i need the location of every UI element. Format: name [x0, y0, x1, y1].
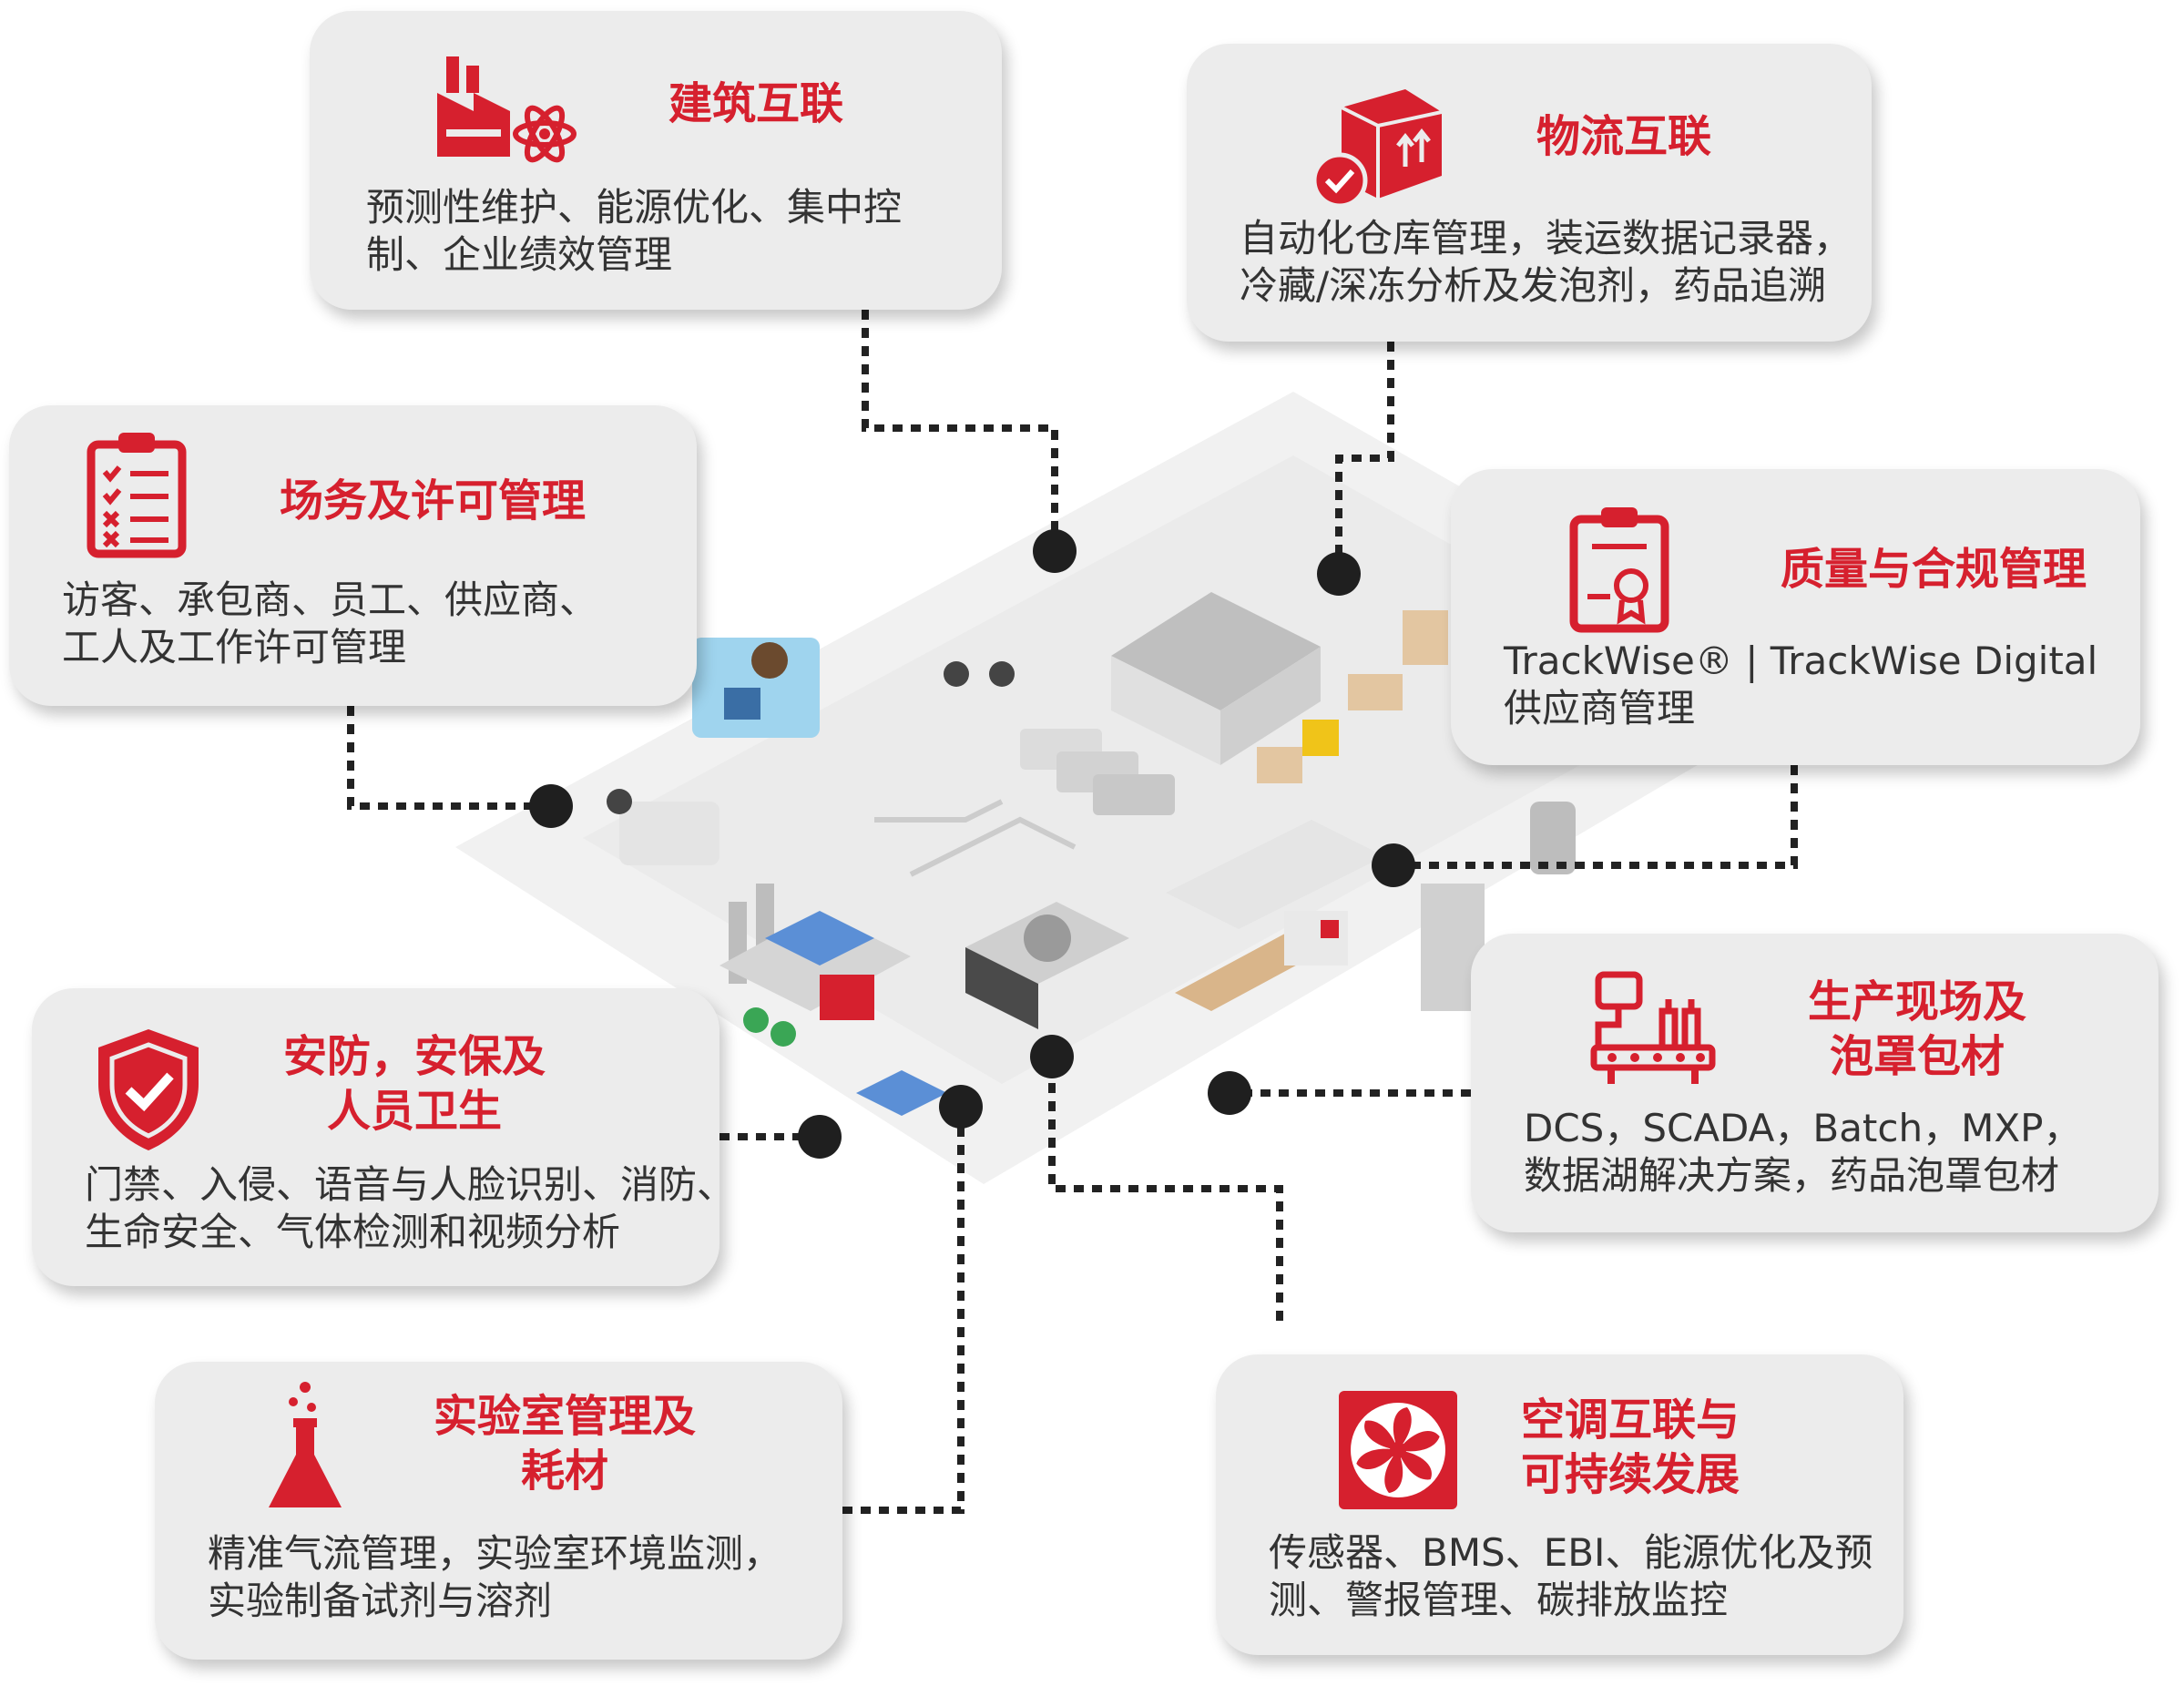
machine-red-mark: [1321, 920, 1339, 938]
connector-dot-logistics: [1317, 552, 1361, 596]
box-stack-3: [1403, 610, 1448, 665]
warehouse-wall: [1111, 656, 1220, 765]
connector-logistics: [1335, 342, 1394, 574]
hvac-fan: [1024, 915, 1071, 962]
card-title: 安防，安保及 人员卫生: [282, 1031, 546, 1137]
lab-person: [607, 789, 632, 814]
card-quality-compliance: 质量与合规管理 TrackWise® | TrackWise Digital 供…: [1451, 469, 2140, 765]
connector-quality: [1393, 765, 1798, 869]
connector-dot-security: [798, 1115, 842, 1159]
package-check-icon: [1314, 89, 1442, 208]
red-unit: [820, 975, 874, 1020]
tree-2: [771, 1021, 796, 1047]
connector-dot-building: [1033, 529, 1077, 573]
id-card-avatar: [751, 642, 788, 679]
clipboard-checklist-icon: [87, 433, 187, 558]
solar-field: [856, 1070, 947, 1116]
id-card-qr: [724, 688, 760, 720]
shield-check-icon: [98, 1029, 199, 1150]
truck-3: [1093, 774, 1175, 815]
connector-dot-hvac: [1030, 1035, 1074, 1078]
solar-panels: [765, 911, 874, 966]
card-description: DCS，SCADA，Batch，MXP， 数据湖解决方案，药品泡罩包材: [1524, 1106, 2082, 1198]
meeting-person-2: [989, 661, 1015, 687]
card-title: 实验室管理及 耗材: [433, 1391, 696, 1497]
reactor-tank: [1530, 802, 1576, 874]
card-title: 建筑互联: [668, 78, 843, 129]
connector-dot-production: [1208, 1071, 1251, 1115]
meeting-person-1: [944, 661, 969, 687]
card-description: 预测性维护、能源优化、集中控 制、企业绩效管理: [366, 185, 903, 277]
card-title: 场务及许可管理: [279, 475, 586, 526]
production-line: [1166, 820, 1384, 929]
card-description: 门禁、入侵、语音与人脸识别、消防、 生命安全、气体检测和视频分析: [85, 1162, 736, 1254]
connector-building: [862, 310, 1058, 551]
hvac-front: [965, 947, 1038, 1029]
connector-hvac: [1048, 1057, 1283, 1321]
box-stack-1: [1257, 747, 1302, 783]
card-lab-management: 实验室管理及 耗材 精准气流管理，实验室环境监测， 实验制备试剂与溶剂: [155, 1362, 842, 1660]
card-title: 物流互联: [1536, 111, 1711, 162]
card-security-hygiene: 安防，安保及 人员卫生 门禁、入侵、语音与人脸识别、消防、 生命安全、气体检测和…: [32, 988, 735, 1286]
card-building-connectivity: 建筑互联 预测性维护、能源优化、集中控 制、企业绩效管理: [310, 11, 1002, 310]
connector-lab: [842, 1107, 964, 1514]
flask-icon: [269, 1382, 342, 1507]
card-production-blister-packaging: 生产现场及 泡罩包材 DCS，SCADA，Batch，MXP， 数据湖解决方案，…: [1471, 934, 2158, 1232]
connector-dot-lab: [939, 1085, 983, 1129]
clipboard-certificate-icon: [1569, 507, 1669, 633]
pipes: [874, 799, 1077, 877]
card-description: TrackWise® | TrackWise Digital 供应商管理: [1504, 639, 2098, 731]
card-description: 传感器、BMS、EBI、能源优化及预 测、警报管理、碳排放监控: [1269, 1530, 1873, 1622]
card-description: 自动化仓库管理，装运数据记录器， 冷藏/深冻分析及发泡剂，药品追溯: [1240, 216, 1852, 308]
warehouse-side: [1220, 647, 1321, 765]
connector-dot-site: [529, 784, 573, 828]
card-logistics-connectivity: 物流互联 自动化仓库管理，装运数据记录器， 冷藏/深冻分析及发泡剂，药品追溯: [1187, 44, 1872, 342]
lab-desk: [619, 802, 719, 865]
tree-1: [743, 1007, 769, 1033]
connector-dot-quality: [1372, 843, 1415, 887]
connector-site: [347, 706, 551, 810]
card-hvac-sustainability: 空调互联与 可持续发展 传感器、BMS、EBI、能源优化及预 测、警报管理、碳排…: [1216, 1354, 1903, 1655]
card-site-permit-management: 场务及许可管理 访客、承包商、员工、供应商、 工人及工作许可管理: [9, 405, 697, 706]
card-description: 访客、承包商、员工、供应商、 工人及工作许可管理: [62, 577, 598, 669]
fan-icon: [1339, 1391, 1457, 1509]
card-description: 精准气流管理，实验室环境监测， 实验制备试剂与溶剂: [208, 1531, 782, 1623]
box-stack-2: [1348, 674, 1403, 710]
warehouse-roof: [1111, 592, 1321, 710]
forklift: [1302, 720, 1339, 756]
factory-atom-icon: [437, 56, 577, 163]
card-title: 质量与合规管理: [1780, 544, 2087, 595]
card-title: 空调互联与 可持续发展: [1520, 1395, 1740, 1500]
production-line-icon: [1590, 971, 1716, 1084]
card-title: 生产现场及 泡罩包材: [1807, 976, 2026, 1082]
